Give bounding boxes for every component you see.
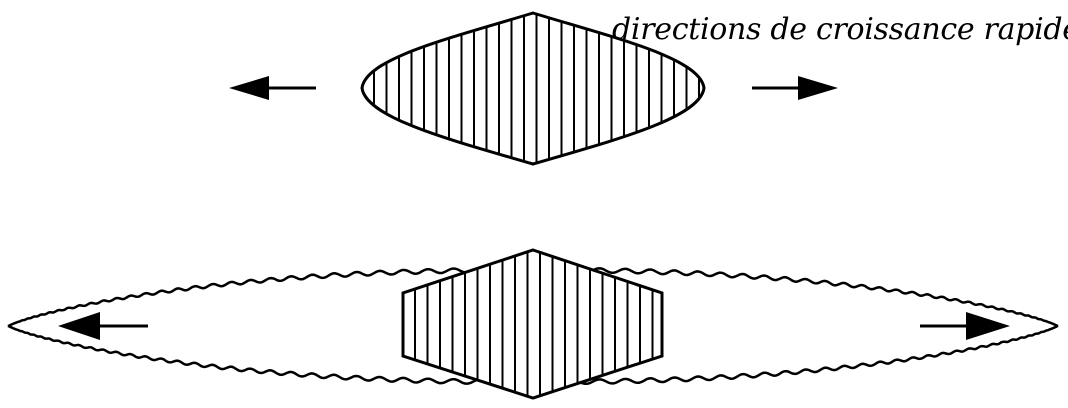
diagram-caption: directions de croissance rapide <box>612 12 1068 47</box>
right-arrow-top <box>752 76 838 100</box>
left-arrow-top <box>229 76 316 100</box>
